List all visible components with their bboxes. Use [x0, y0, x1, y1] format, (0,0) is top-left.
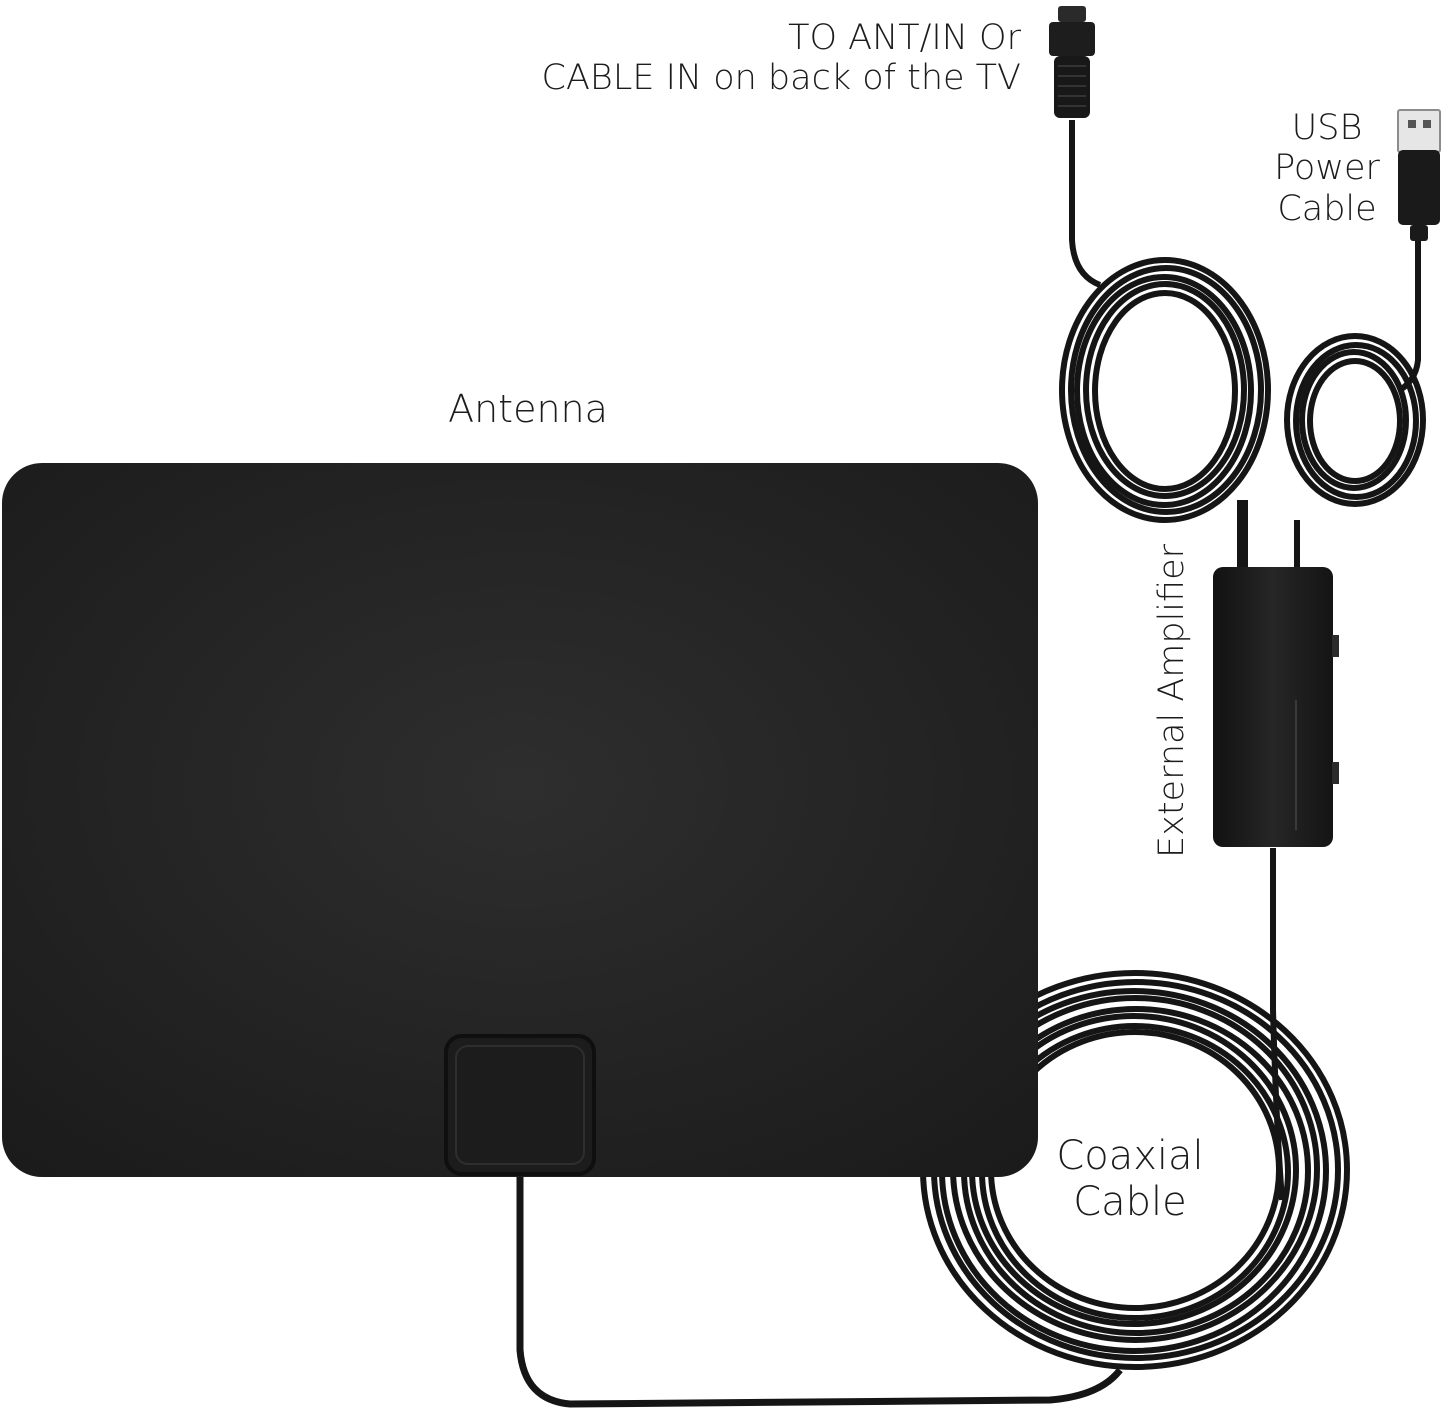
usb-plug: [1397, 109, 1441, 241]
external-amplifier-label: External Amplifier: [1151, 543, 1192, 859]
usb-label-line-2: Power: [1274, 148, 1380, 189]
antenna-connector-block: [444, 1034, 596, 1176]
usb-cable-coil: [1284, 240, 1426, 570]
amplifier-output-cable: [1270, 848, 1285, 1201]
external-amplifier-box: [1213, 567, 1339, 847]
usb-label-line-1: USB: [1291, 108, 1363, 148]
tv-connector-label-line-2: CABLE IN on back of the TV: [541, 58, 1021, 99]
usb-label-line-3: Cable: [1277, 188, 1377, 229]
tv-connector-label-line-1: TO ANT/IN Or: [788, 18, 1021, 58]
coax-label-line-2: Cable: [1073, 1179, 1187, 1225]
coaxial-cable-label: Coaxial Cable: [1030, 1133, 1230, 1225]
antenna-panel: [2, 463, 1038, 1177]
tv-cable-coil: [1059, 120, 1271, 570]
antenna-label: Antenna: [448, 387, 608, 431]
tv-connector-label: TO ANT/IN Or CABLE IN on back of the TV: [542, 18, 1021, 99]
coax-label-line-1: Coaxial: [1056, 1133, 1204, 1179]
usb-power-cable-label: USB Power Cable: [1262, 108, 1392, 229]
f-connector: [1049, 6, 1095, 118]
antenna-lead-cable: [516, 1172, 1123, 1408]
